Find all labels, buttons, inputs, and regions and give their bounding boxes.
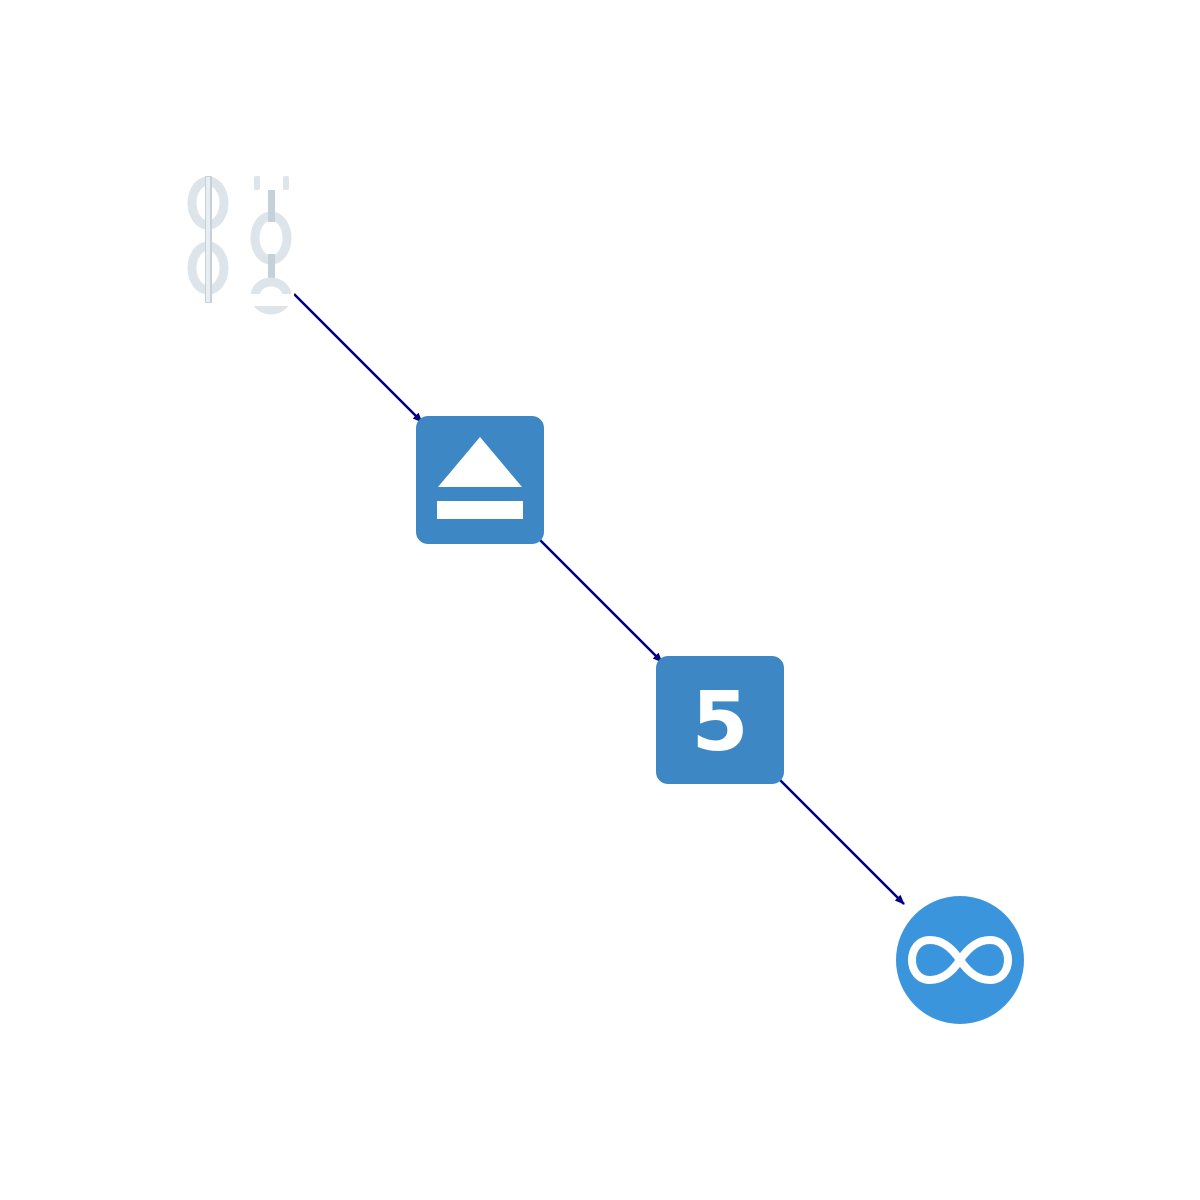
keycap-digit-five-icon: 5	[656, 656, 784, 784]
infinity-icon	[896, 896, 1024, 1024]
eject-icon	[416, 416, 544, 544]
keycap-tile	[656, 656, 784, 784]
edge-five-to-infinity	[777, 777, 905, 905]
eject-triangle	[438, 437, 522, 487]
chains-icon	[187, 176, 294, 315]
chain-strand-right	[250, 176, 294, 315]
infinity-loop	[908, 936, 1012, 984]
keycap-digit-label: 5	[691, 675, 748, 770]
chain-strand-left	[187, 176, 229, 303]
edge-chain-to-eject	[293, 293, 423, 423]
eject-bar	[437, 501, 523, 519]
edge-eject-to-five	[537, 537, 663, 663]
